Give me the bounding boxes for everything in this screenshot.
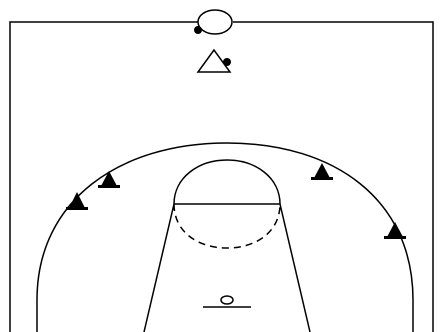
ball [194,26,202,34]
hoop [220,295,234,305]
ball [223,58,231,66]
player-triangle [196,48,232,73]
ball-rack-ring [197,9,233,35]
key-lane-right [279,203,311,332]
cone-icon [311,163,333,180]
free-throw-circle-solid [173,159,281,205]
cone-icon [98,171,120,188]
court-boundary [9,21,434,332]
cone-icon [66,192,88,210]
free-throw-circle-dashed [173,203,281,249]
cone-icon [384,222,406,239]
key-lane-left [143,203,175,332]
